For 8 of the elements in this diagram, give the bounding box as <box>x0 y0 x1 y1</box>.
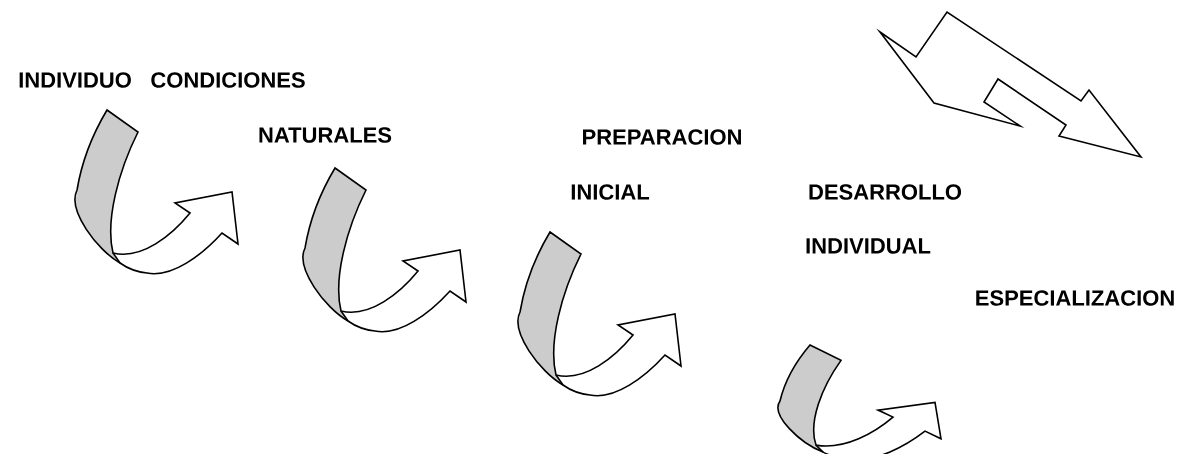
stage-label: CONDICIONES <box>151 72 305 88</box>
stage-label: INDIVIDUO <box>19 72 131 88</box>
stage-label: PREPARACION <box>583 129 741 145</box>
stage-label: ESPECIALIZACION <box>976 290 1174 306</box>
stage-label: DESARROLLO <box>809 184 962 200</box>
stage-label: INICIAL <box>571 184 650 200</box>
stage-label: NATURALES <box>259 127 392 143</box>
stage-label: INDIVIDUAL <box>806 238 931 254</box>
